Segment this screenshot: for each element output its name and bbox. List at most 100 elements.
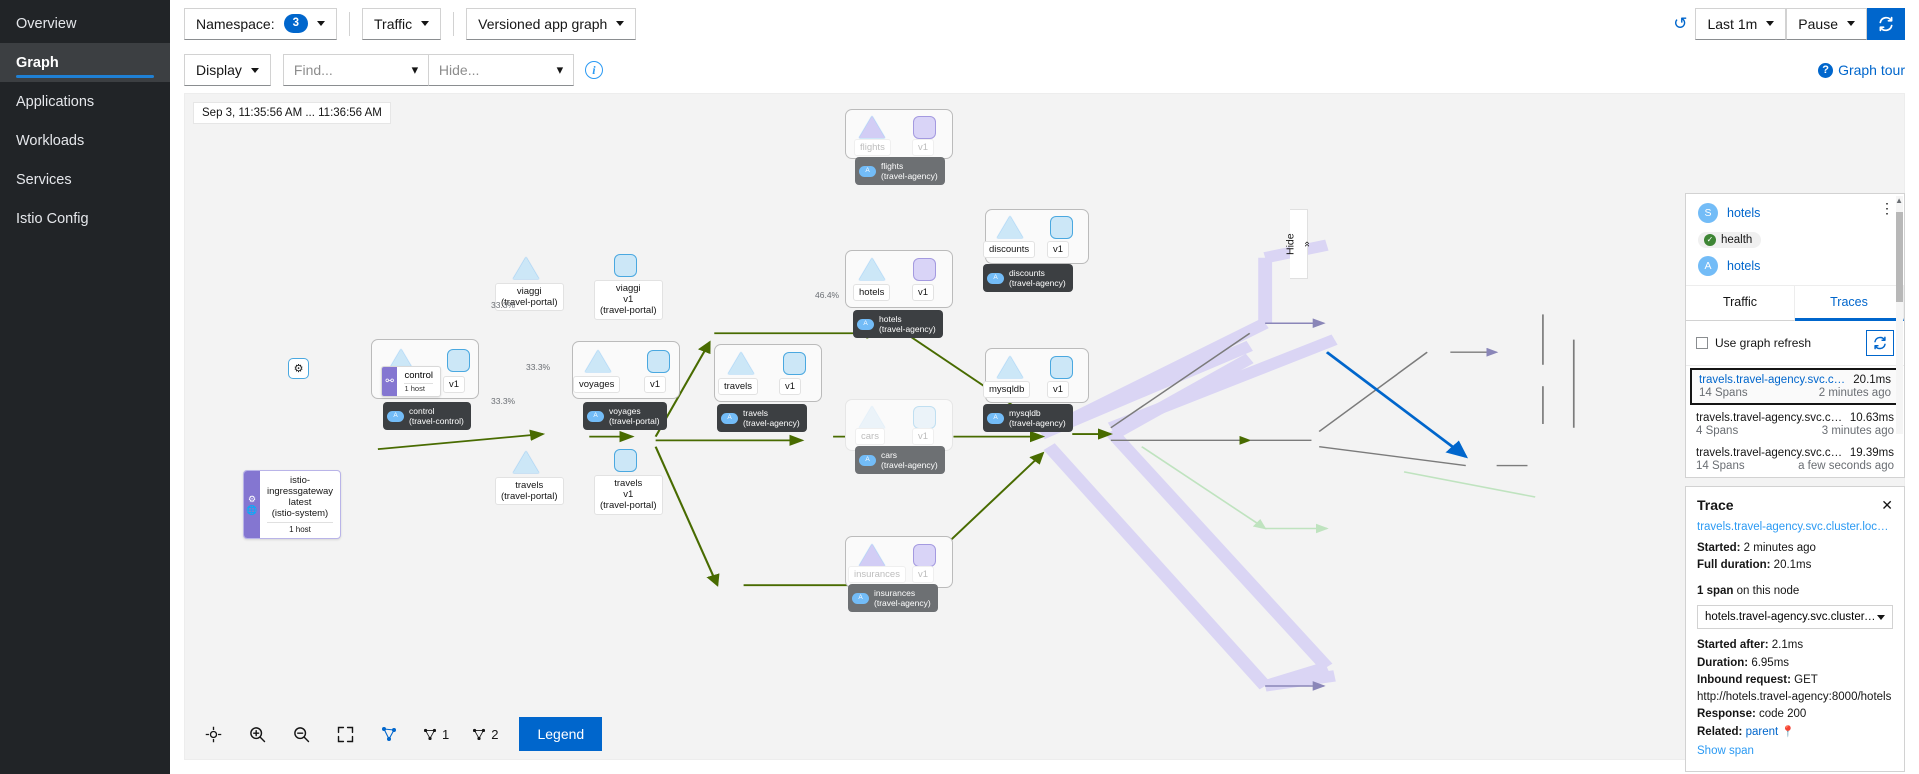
health-badge: ✓ health bbox=[1698, 231, 1762, 248]
time-range-selector[interactable]: Last 1m bbox=[1695, 7, 1787, 40]
graph-canvas[interactable]: Sep 3, 11:35:56 AM ... 11:36:56 AM bbox=[184, 93, 1905, 760]
hide-input[interactable] bbox=[428, 55, 547, 85]
service-triangle-cars[interactable] bbox=[859, 406, 885, 428]
question-icon: ? bbox=[1818, 62, 1834, 78]
service-name-link[interactable]: hotels bbox=[1727, 206, 1761, 220]
kebab-menu-icon[interactable]: ⋮ bbox=[1880, 200, 1894, 216]
node-label-travels-v1: v1 bbox=[779, 378, 802, 396]
refresh-button[interactable] bbox=[1867, 7, 1905, 40]
panel-scrollbar-track[interactable] bbox=[1896, 196, 1903, 434]
node-label-mysqldb-v1: v1 bbox=[1047, 381, 1070, 399]
history-icon[interactable]: ↺ bbox=[1673, 13, 1688, 33]
traffic-selector[interactable]: Traffic bbox=[362, 7, 442, 40]
service-triangle-insurances[interactable] bbox=[859, 544, 885, 566]
span-duration-key: Duration: bbox=[1697, 656, 1749, 669]
sidebar-item-overview[interactable]: Overview bbox=[0, 4, 170, 43]
version-square-hotels-v1[interactable] bbox=[913, 258, 936, 281]
traces-refresh-button[interactable] bbox=[1866, 329, 1894, 356]
expand-button[interactable] bbox=[325, 717, 365, 751]
info-icon[interactable]: i bbox=[584, 61, 603, 79]
namespace-selector[interactable]: Namespace: 3 bbox=[184, 7, 337, 40]
show-span-link[interactable]: Show span bbox=[1697, 744, 1754, 757]
span-started-after-key: Started after: bbox=[1697, 639, 1769, 652]
sidebar-item-istio-config[interactable]: Istio Config bbox=[0, 199, 170, 238]
node-label-voyages-svc: voyages bbox=[573, 376, 621, 394]
layout-2-button[interactable]: 2 bbox=[462, 717, 507, 751]
service-triangle-travels-portal[interactable] bbox=[513, 451, 539, 473]
workload-icon: ⚯ bbox=[382, 367, 398, 396]
version-square-travels-portal-v1[interactable] bbox=[614, 449, 637, 472]
sidebar-item-workloads[interactable]: Workloads bbox=[0, 121, 170, 160]
version-square-cars-v1[interactable] bbox=[913, 406, 936, 429]
trace-list-item[interactable]: travels.travel-agency.svc.clus... 20.1ms… bbox=[1690, 367, 1900, 405]
find-input[interactable] bbox=[283, 55, 402, 85]
app-name-link[interactable]: hotels bbox=[1727, 258, 1761, 273]
trace-list-item[interactable]: travels.travel-agency.svc.cluste... 10.6… bbox=[1686, 407, 1904, 442]
graph-type-selector[interactable]: Versioned app graph bbox=[466, 7, 637, 40]
version-square-flights-v1[interactable] bbox=[913, 116, 936, 139]
service-triangle-travels[interactable] bbox=[728, 352, 754, 374]
sidebar-item-graph[interactable]: Graph bbox=[0, 43, 170, 82]
version-square-travels-v1[interactable] bbox=[783, 352, 806, 375]
trace-duration-row: Full duration: 20.1ms bbox=[1697, 557, 1893, 574]
service-triangle-voyages[interactable] bbox=[585, 350, 611, 372]
service-triangle-control[interactable] bbox=[388, 349, 414, 371]
sidebar-item-applications[interactable]: Applications bbox=[0, 82, 170, 121]
gateway-icon: ⚙ bbox=[247, 493, 257, 504]
tab-traffic[interactable]: Traffic bbox=[1686, 285, 1795, 321]
version-square-control-v1[interactable] bbox=[447, 349, 470, 372]
node-card-control[interactable]: ⚯ control 1 host bbox=[381, 366, 441, 397]
trace-list-item[interactable]: travels.travel-agency.svc.cluste... 19.3… bbox=[1686, 442, 1904, 477]
use-graph-refresh-checkbox[interactable] bbox=[1696, 336, 1708, 349]
fit-to-screen-button[interactable] bbox=[193, 717, 233, 751]
globe-icon: 🌐 bbox=[246, 504, 258, 515]
find-box: ▾ bbox=[282, 54, 429, 86]
service-triangle-mysqldb[interactable] bbox=[997, 356, 1023, 378]
trace-detail-link[interactable]: travels.travel-agency.svc.cluster.local:… bbox=[1697, 520, 1893, 533]
badge-text: travels (travel-agency) bbox=[743, 408, 800, 429]
span-selector-value: hotels.travel-agency.svc.cluster.local:8… bbox=[1705, 611, 1877, 624]
find-chevron-down-icon[interactable]: ▾ bbox=[411, 62, 419, 77]
version-square-insurances-v1[interactable] bbox=[913, 544, 936, 567]
graph-tour-button[interactable]: ? Graph tour bbox=[1818, 62, 1905, 78]
sidebar-item-services[interactable]: Services bbox=[0, 160, 170, 199]
panel-scrollbar-thumb[interactable] bbox=[1896, 212, 1903, 302]
node-label-cars-v1: v1 bbox=[912, 428, 935, 446]
hide-panel-tab[interactable]: Hide » bbox=[1285, 209, 1313, 279]
use-graph-refresh-label[interactable]: Use graph refresh bbox=[1696, 336, 1811, 350]
version-square-voyages-v1[interactable] bbox=[647, 350, 670, 373]
span-inbound-row: Inbound request: GET http://hotels.trave… bbox=[1697, 672, 1893, 707]
span-selector[interactable]: hotels.travel-agency.svc.cluster.local:8… bbox=[1697, 605, 1893, 630]
node-label-insurances-v1: v1 bbox=[912, 566, 935, 584]
service-triangle-discounts[interactable] bbox=[997, 216, 1023, 238]
hide-chevron-down-icon[interactable]: ▾ bbox=[556, 62, 564, 77]
layout-default-button[interactable] bbox=[369, 717, 409, 751]
version-square-viaggi-v1[interactable] bbox=[614, 254, 637, 277]
version-square-discounts-v1[interactable] bbox=[1050, 216, 1073, 239]
legend-button[interactable]: Legend bbox=[519, 717, 603, 751]
app-badge-icon: A bbox=[587, 410, 604, 422]
display-selector[interactable]: Display bbox=[184, 54, 271, 86]
refresh-interval-selector[interactable]: Pause bbox=[1786, 7, 1867, 40]
service-triangle-flights[interactable] bbox=[859, 116, 885, 138]
span-parent-link[interactable]: parent bbox=[1745, 725, 1779, 738]
map-pin-icon[interactable]: 📍 bbox=[1781, 725, 1796, 738]
service-triangle-hotels[interactable] bbox=[859, 258, 885, 280]
zoom-in-button[interactable] bbox=[237, 717, 277, 751]
node-name: control bbox=[404, 370, 433, 381]
version-square-mysqldb-v1[interactable] bbox=[1050, 356, 1073, 379]
tab-traces[interactable]: Traces bbox=[1795, 285, 1904, 321]
node-label-travels-svc: travels bbox=[718, 378, 758, 396]
scroll-up-arrow-icon[interactable]: ▲ bbox=[1895, 196, 1903, 205]
namespace-count-badge: 3 bbox=[283, 14, 308, 33]
node-istio-ingressgateway[interactable]: ⚙ 🌐 istio-ingressgateway latest (istio-s… bbox=[243, 470, 341, 539]
trace-list[interactable]: travels.travel-agency.svc.clus... 20.1ms… bbox=[1686, 364, 1904, 477]
chevron-down-icon bbox=[1766, 21, 1775, 26]
span-count-rest: on this node bbox=[1736, 585, 1800, 597]
layout-1-button[interactable]: 1 bbox=[413, 717, 458, 751]
zoom-out-button[interactable] bbox=[281, 717, 321, 751]
service-triangle-viaggi[interactable] bbox=[513, 257, 539, 279]
close-icon[interactable]: ✕ bbox=[1881, 496, 1893, 513]
use-graph-refresh-row: Use graph refresh bbox=[1696, 329, 1894, 356]
mesh-hub-icon[interactable]: ⚙ bbox=[288, 358, 309, 379]
